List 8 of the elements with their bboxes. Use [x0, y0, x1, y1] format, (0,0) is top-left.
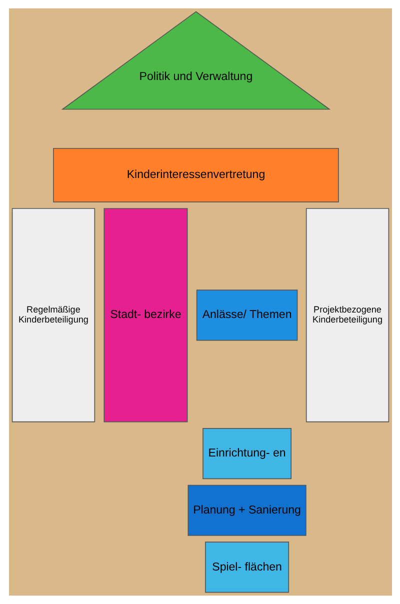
node-box: Kinderinteressenvertretung [52, 148, 338, 202]
node-box: Projektbezogene Kinderbeteiligung [305, 208, 389, 422]
node-box: Spiel- flächen [204, 542, 289, 593]
node-box: Regelmäßige Kinderbeteiligung [11, 208, 95, 422]
node-box: Stadt- bezirke [103, 208, 188, 422]
node-box: Planung + Sanierung [187, 484, 306, 536]
node-box: Einrichtung- en [202, 428, 292, 480]
node-box: Anlässe/ Themen [196, 290, 298, 341]
